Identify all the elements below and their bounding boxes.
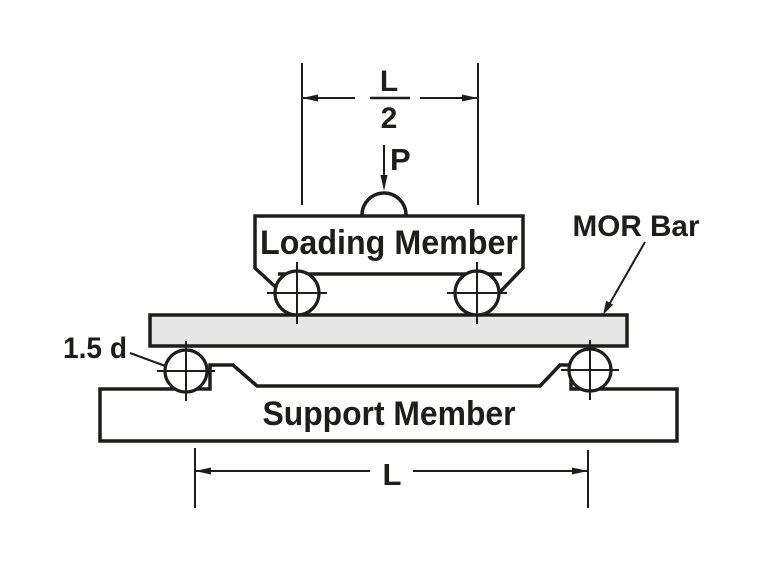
mor-bar-callout	[603, 241, 646, 315]
dimension-arrowhead-left-icon	[195, 467, 211, 475]
half-span-dimension: L 2	[301, 63, 479, 205]
mor-bar-label: MOR Bar	[573, 210, 700, 243]
load-point: P	[360, 142, 411, 216]
half-span-numerator-label: L	[380, 65, 398, 98]
mor-bar-leader-line	[605, 241, 646, 311]
half-span-denominator-label: 2	[381, 102, 398, 135]
support-member-label: Support Member	[263, 395, 516, 433]
span-dimension: L	[194, 448, 589, 508]
load-dome	[360, 191, 408, 216]
support-roller-right	[561, 340, 619, 400]
load-arrowhead-icon	[380, 175, 388, 191]
dimension-arrowhead-right-icon	[462, 94, 478, 102]
loading-member-label: Loading Member	[260, 224, 518, 262]
roller-offset-label: 1.5 d	[63, 332, 127, 365]
loading-roller-left	[267, 262, 327, 324]
mor-bar-leader-arrowhead-icon	[603, 300, 614, 315]
roller-offset-leader-line	[129, 352, 169, 368]
loading-roller-right	[447, 262, 507, 324]
mor-bar-specimen	[148, 313, 629, 348]
support-member-outline	[98, 363, 679, 443]
loading-member-outline	[253, 214, 525, 294]
support-roller-left	[157, 341, 215, 401]
span-label: L	[383, 457, 402, 492]
dimension-arrowhead-right-icon	[572, 467, 588, 475]
dimension-arrowhead-left-icon	[302, 94, 318, 102]
load-label: P	[390, 142, 411, 177]
